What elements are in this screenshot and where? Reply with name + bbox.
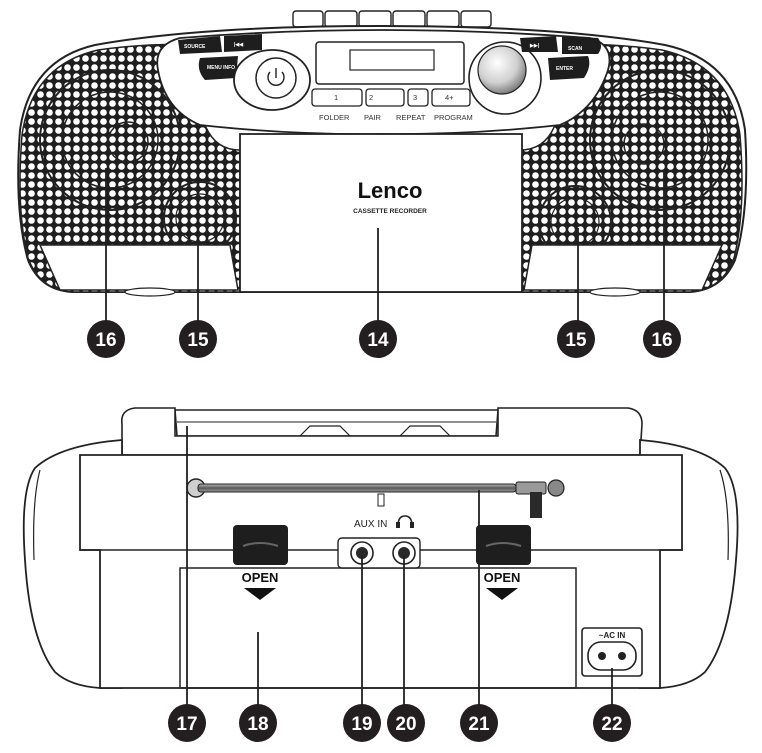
back-top-body (120, 407, 643, 456)
enter-button[interactable]: ENTER (548, 56, 590, 80)
button-2[interactable] (365, 88, 405, 107)
open-arrow-left (244, 588, 276, 600)
power-button[interactable] (233, 49, 311, 111)
label-pair: PAIR (364, 113, 382, 122)
svg-text:▶▶|: ▶▶| (529, 43, 540, 49)
svg-text:21: 21 (468, 714, 490, 735)
number-buttons: 1 2 3 4+ (311, 88, 471, 107)
back-view: OPEN OPEN AUX IN (22, 407, 739, 742)
svg-text:16: 16 (95, 330, 116, 351)
open-label-right: OPEN (484, 570, 521, 585)
label-folder: FOLDER (319, 113, 350, 122)
left-base-panel (38, 244, 239, 291)
svg-text:SCAN: SCAN (568, 46, 583, 52)
label-program: PROGRAM (434, 113, 473, 122)
callout-20: 20 (387, 704, 425, 742)
button-4[interactable] (431, 88, 471, 107)
function-labels: FOLDER PAIR REPEAT PROGRAM (319, 113, 473, 122)
button-3[interactable] (407, 88, 429, 107)
label-repeat: REPEAT (396, 113, 426, 122)
callout-15-right: 15 (557, 320, 595, 358)
button-2-label: 2 (369, 93, 373, 102)
callout-15-left: 15 (179, 320, 217, 358)
right-woofer (589, 69, 731, 211)
svg-text:15: 15 (565, 330, 587, 351)
telescopic-antenna[interactable] (186, 478, 565, 518)
svg-text:14: 14 (367, 330, 389, 351)
open-arrow-right (486, 588, 518, 600)
top-handle-strip (174, 409, 499, 437)
button-3-label: 3 (413, 93, 417, 102)
svg-text:16: 16 (651, 330, 672, 351)
button-4-label: 4+ (445, 93, 454, 102)
svg-text:17: 17 (176, 714, 197, 735)
source-button[interactable]: SOURCE (178, 36, 222, 54)
front-callout-lines (105, 168, 665, 322)
svg-text:15: 15 (187, 330, 209, 351)
callout-21: 21 (460, 704, 498, 742)
model-text: CASSETTE RECORDER (353, 208, 427, 215)
callout-18: 18 (239, 704, 277, 742)
right-base-panel (523, 244, 724, 291)
scan-button[interactable]: SCAN (562, 36, 601, 54)
svg-text:SOURCE: SOURCE (184, 44, 206, 50)
left-latch[interactable] (233, 525, 288, 565)
cassette-keys (292, 10, 492, 28)
callout-17: 17 (168, 704, 206, 742)
volume-knob[interactable] (468, 41, 542, 115)
svg-text:20: 20 (395, 714, 416, 735)
svg-text:|◀◀: |◀◀ (234, 42, 243, 48)
callout-14: 14 (359, 320, 397, 358)
open-label-left: OPEN (242, 570, 279, 585)
svg-text:22: 22 (601, 714, 622, 735)
svg-text:19: 19 (351, 714, 372, 735)
brand-logo: Lenco (358, 178, 423, 203)
svg-text:ENTER: ENTER (556, 66, 573, 72)
ac-in-socket[interactable] (581, 627, 643, 677)
callout-16-left: 16 (87, 320, 125, 358)
ac-in-label: ~AC IN (599, 631, 626, 640)
aux-in-label: AUX IN (354, 519, 387, 530)
svg-text:MENU INFO: MENU INFO (207, 65, 235, 71)
prev-button[interactable]: |◀◀ (224, 34, 262, 52)
callout-22: 22 (593, 704, 631, 742)
callout-19: 19 (343, 704, 381, 742)
right-latch[interactable] (476, 525, 531, 565)
aux-in-jack[interactable] (350, 541, 374, 565)
menu-info-button[interactable]: MENU INFO (198, 56, 238, 80)
button-1[interactable] (311, 88, 363, 107)
back-callout-lines (186, 426, 613, 706)
cassette-door[interactable] (239, 133, 523, 293)
next-button[interactable]: ▶▶| (520, 36, 558, 52)
callout-16-right: 16 (643, 320, 681, 358)
headphones-icon (396, 515, 414, 528)
left-woofer (39, 69, 181, 211)
button-1-label: 1 (334, 93, 338, 102)
svg-text:18: 18 (247, 714, 268, 735)
front-view: SOURCE |◀◀ MENU INFO 1 2 3 (17, 10, 748, 358)
